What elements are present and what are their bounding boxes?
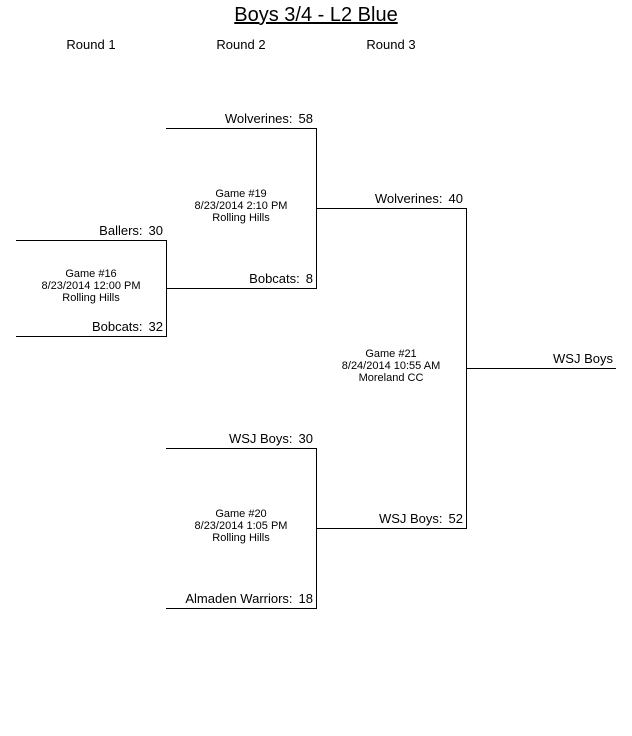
game-number: Game #21 (365, 348, 417, 360)
team-name: Bobcats: (91, 319, 143, 334)
team-name: WSJ Boys: (228, 431, 293, 446)
champion-name: WSJ Boys (553, 351, 613, 366)
team-score: 32 (148, 319, 163, 334)
game-number: Game #19 (215, 188, 267, 200)
game-datetime: 8/23/2014 12:00 PM (41, 280, 141, 292)
game-info-16: Game #16 8/23/2014 12:00 PM Rolling Hill… (16, 268, 166, 304)
game-number: Game #16 (65, 268, 117, 280)
slot-round1-bottom: Bobcats: 32 (16, 317, 166, 337)
slot-round2b-bottom: Almaden Warriors: 18 (166, 589, 316, 609)
game-info-21: Game #21 8/24/2014 10:55 AM Moreland CC (316, 348, 466, 384)
team-score: 30 (298, 431, 313, 446)
team-score: 18 (298, 591, 313, 606)
game-number: Game #20 (215, 508, 267, 520)
slot-round3-top: Wolverines: 40 (316, 189, 466, 209)
game-info-19: Game #19 8/23/2014 2:10 PM Rolling Hills (166, 188, 316, 224)
game-location: Rolling Hills (212, 212, 270, 224)
game-datetime: 8/23/2014 1:05 PM (194, 520, 288, 532)
round-2-header: Round 2 (216, 37, 266, 52)
team-name: Almaden Warriors: (185, 591, 293, 606)
team-name: Ballers: (99, 223, 143, 238)
slot-round2a-top: Wolverines: 58 (166, 109, 316, 129)
team-score: 58 (298, 111, 313, 126)
slot-round1-top: Ballers: 30 (16, 221, 166, 241)
round-1-header: Round 1 (66, 37, 116, 52)
team-name: Bobcats: (249, 271, 300, 286)
game-info-20: Game #20 8/23/2014 1:05 PM Rolling Hills (166, 508, 316, 544)
game-location: Moreland CC (358, 372, 424, 384)
team-score: 40 (448, 191, 463, 206)
slot-round3-bottom: WSJ Boys: 52 (316, 509, 466, 529)
team-name: Wolverines: (224, 111, 293, 126)
team-score: 30 (148, 223, 163, 238)
game-datetime: 8/23/2014 2:10 PM (194, 200, 288, 212)
game-datetime: 8/24/2014 10:55 AM (341, 360, 441, 372)
team-name: Wolverines: (374, 191, 443, 206)
slot-round2b-top: WSJ Boys: 30 (166, 429, 316, 449)
bracket-title: Boys 3/4 - L2 Blue (234, 4, 398, 26)
slot-round2a-bottom: Bobcats: 8 (166, 269, 316, 289)
slot-champion: WSJ Boys (466, 349, 616, 369)
team-score: 8 (305, 271, 313, 286)
team-name: WSJ Boys: (378, 511, 443, 526)
team-score: 52 (448, 511, 463, 526)
round-3-header: Round 3 (366, 37, 416, 52)
game-location: Rolling Hills (212, 532, 270, 544)
game-location: Rolling Hills (62, 292, 120, 304)
